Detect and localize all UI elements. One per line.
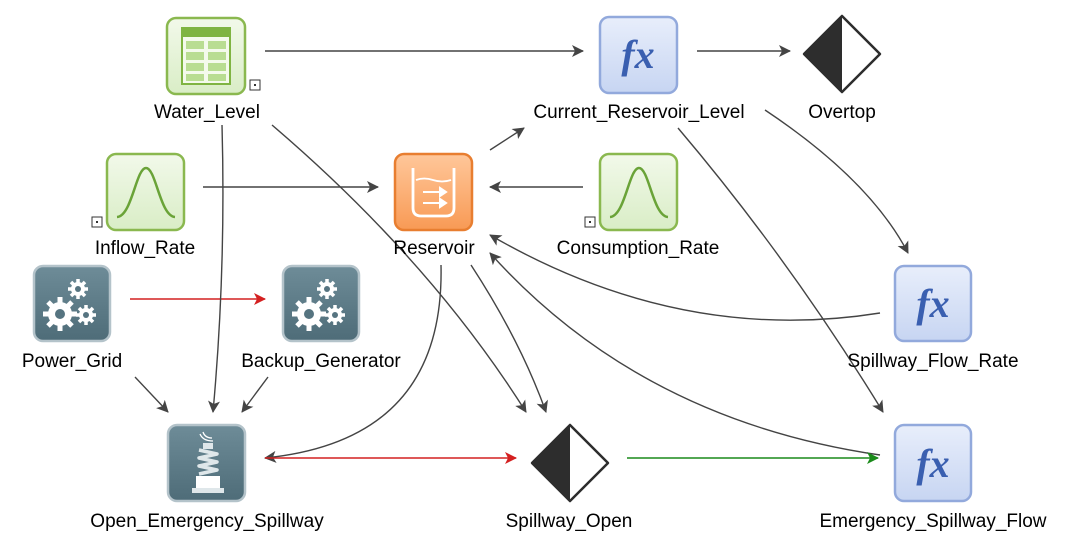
edge-spillway-flow-rate-to-reservoir (489, 234, 881, 321)
edge-emergency-spillway-flow-to-reservoir (489, 252, 881, 456)
edge-current-reservoir-level-to-emergency-spillway-flow (677, 127, 884, 413)
node-label: Reservoir (393, 238, 475, 259)
node-emergency-spillway-flow[interactable]: fx Emergency_Spillway_Flow (819, 423, 1047, 532)
fx-icon: fx (916, 281, 949, 326)
spillway-gate-icon (192, 431, 224, 493)
node-label: Open_Emergency_Spillway (90, 511, 324, 532)
node-label: Emergency_Spillway_Flow (819, 511, 1046, 532)
bell-curve-icon (609, 166, 669, 219)
node-label: Backup_Generator (241, 351, 401, 372)
node-label: Power_Grid (22, 351, 122, 372)
gears-icon (292, 279, 345, 331)
bell-curve-icon (116, 166, 176, 219)
node-reservoir[interactable]: Reservoir (393, 152, 475, 259)
node-current-reservoir-level[interactable]: fx Current_Reservoir_Level (533, 15, 745, 123)
fx-icon: fx (916, 441, 949, 486)
gears-icon (43, 279, 96, 331)
edge-current-reservoir-level-to-spillway-flow-rate (764, 109, 909, 254)
badge-icon (91, 216, 103, 228)
edge-water-level-to-open-emergency-spillway (208, 124, 224, 413)
half-diamond-icon (530, 423, 610, 503)
node-label: Inflow_Rate (95, 238, 195, 259)
node-label: Consumption_Rate (557, 238, 720, 259)
edge-reservoir-to-current-reservoir-level (489, 127, 525, 151)
edge-reservoir-to-open-emergency-spillway (264, 264, 442, 463)
container-icon (411, 168, 456, 218)
node-spillway-flow-rate[interactable]: fx Spillway_Flow_Rate (847, 264, 1019, 372)
node-consumption-rate[interactable]: Consumption_Rate (557, 152, 720, 259)
node-backup-generator[interactable]: Backup_Generator (241, 264, 401, 372)
edge-water-level-to-spillway-open (271, 124, 527, 413)
node-water-level[interactable]: Water_Level (154, 16, 261, 123)
node-label: Spillway_Flow_Rate (847, 351, 1018, 372)
node-label: Current_Reservoir_Level (533, 102, 744, 123)
node-inflow-rate[interactable]: Inflow_Rate (91, 152, 195, 259)
edge-power-grid-to-open-emergency-spillway (134, 376, 169, 413)
edge-reservoir-to-spillway-open (470, 264, 548, 413)
node-open-emergency-spillway[interactable]: Open_Emergency_Spillway (90, 423, 324, 532)
node-overtop[interactable]: Overtop (802, 14, 882, 123)
half-diamond-icon (802, 14, 882, 94)
node-spillway-open[interactable]: Spillway_Open (506, 423, 633, 532)
badge-icon (249, 79, 261, 91)
node-power-grid[interactable]: Power_Grid (22, 264, 122, 372)
edges (130, 45, 909, 464)
fx-icon: fx (621, 32, 654, 77)
spreadsheet-icon (181, 27, 231, 85)
node-label: Water_Level (154, 102, 260, 123)
node-label: Overtop (808, 102, 876, 123)
node-label: Spillway_Open (506, 511, 633, 532)
badge-icon (584, 216, 596, 228)
edge-backup-generator-to-open-emergency-spillway (241, 376, 269, 413)
